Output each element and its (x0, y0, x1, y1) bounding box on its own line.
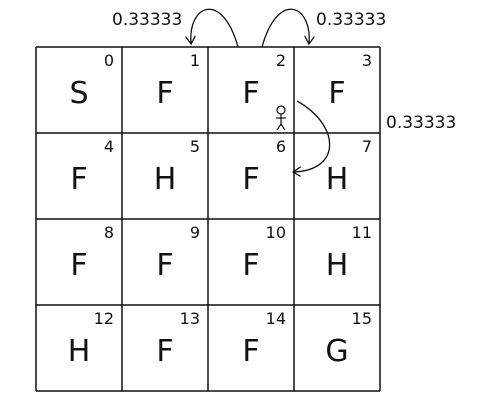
cell-tile-letter: F (156, 75, 174, 111)
cell-index-label: 11 (351, 223, 372, 242)
cell-tile-letter: F (70, 247, 88, 283)
cell-tile-letter: F (156, 333, 174, 369)
transition-probability-down: 0.33333 (386, 113, 457, 133)
transition-probability-left: 0.33333 (112, 10, 183, 30)
cell-index-label: 7 (361, 137, 372, 156)
cell-tile-letter: H (325, 247, 349, 283)
cell-tile-letter: S (69, 75, 89, 111)
cell-index-label: 9 (189, 223, 200, 242)
cell-index-label: 8 (103, 223, 114, 242)
cell-index-label: 14 (265, 309, 286, 328)
cell-tile-letter: H (67, 333, 91, 369)
cell-index-label: 5 (189, 137, 200, 156)
transition-arrow-right (261, 8, 309, 48)
cell-tile-letter: H (153, 161, 177, 197)
cell-index-label: 15 (351, 309, 372, 328)
cell-index-label: 2 (275, 51, 286, 70)
cell-tile-letter: H (325, 161, 349, 197)
cell-index-label: 0 (103, 51, 114, 70)
cell-tile-letter: F (242, 247, 260, 283)
transition-arrow-down (294, 100, 331, 172)
cell-index-label: 1 (189, 51, 200, 70)
cell-tile-letter: G (325, 333, 349, 369)
cell-tile-letter: F (242, 161, 260, 197)
cell-tile-letter: F (242, 333, 260, 369)
transition-probability-right: 0.33333 (316, 10, 387, 30)
cell-tile-letter: F (242, 75, 260, 111)
cell-tile-letter: F (328, 75, 346, 111)
cell-index-label: 13 (179, 309, 200, 328)
transition-arrow-left (191, 8, 239, 48)
cell-index-label: 6 (275, 137, 286, 156)
cell-index-label: 4 (103, 137, 114, 156)
cell-index-label: 10 (265, 223, 286, 242)
cell-tile-letter: F (70, 161, 88, 197)
agent-stick-figure-icon (276, 105, 286, 131)
cell-tile-letter: F (156, 247, 174, 283)
cell-index-label: 12 (93, 309, 114, 328)
cell-index-label: 3 (361, 51, 372, 70)
